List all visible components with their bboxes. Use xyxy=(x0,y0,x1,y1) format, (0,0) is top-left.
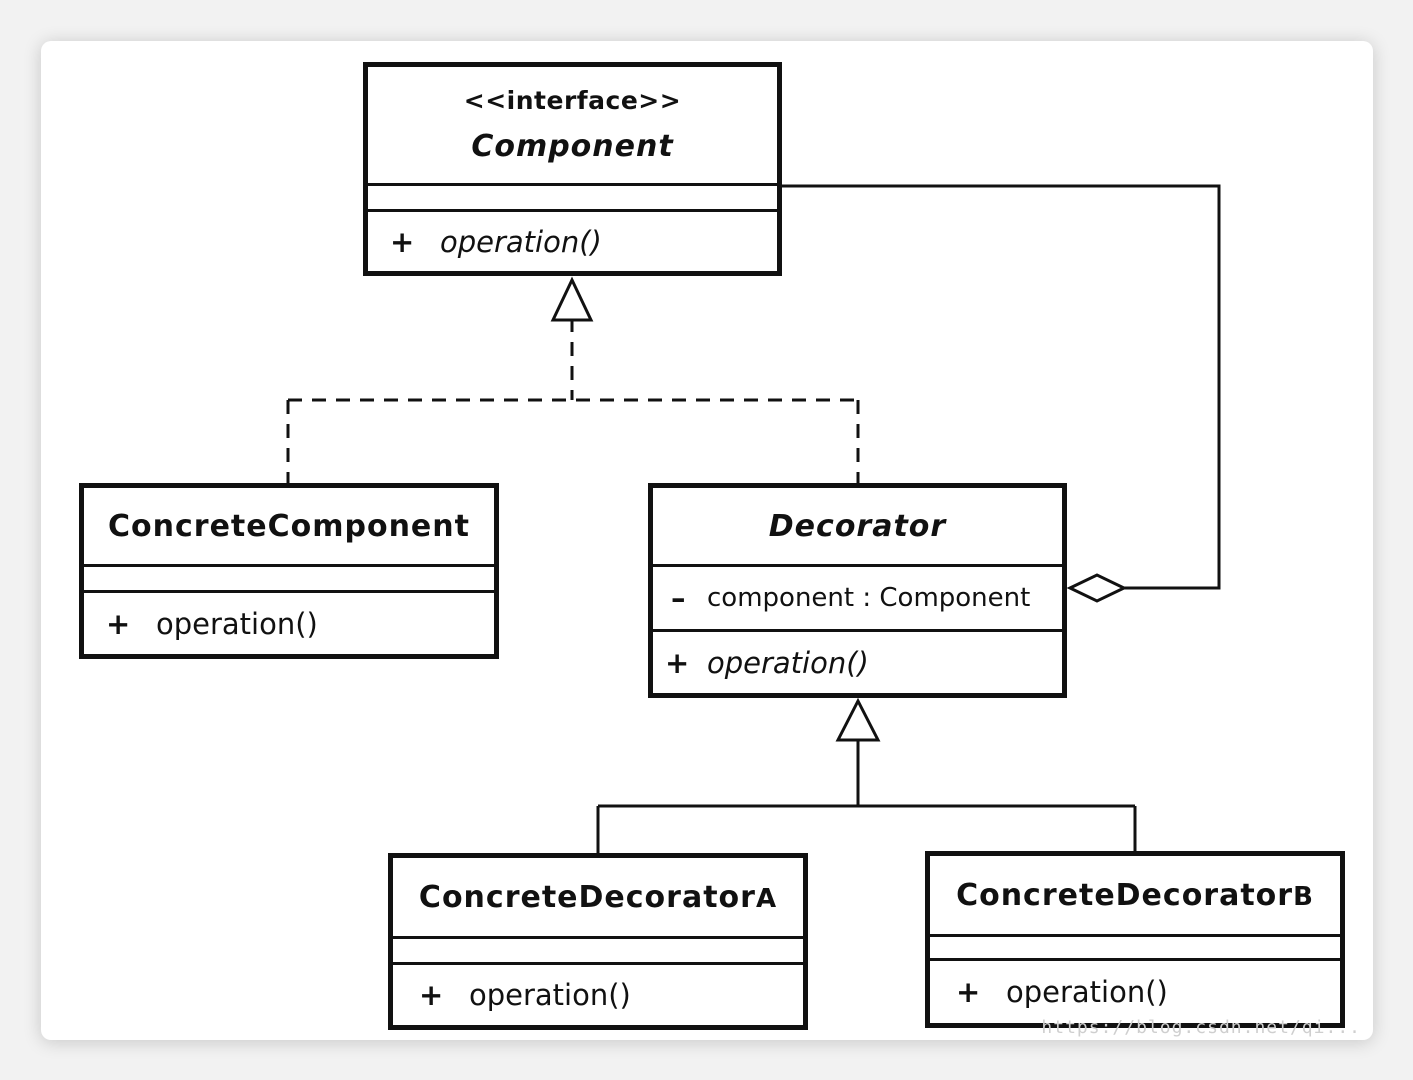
visibility-marker: – xyxy=(671,581,686,615)
operation-row: + operation() xyxy=(930,961,1340,1023)
class-name: ConcreteDecoratorB xyxy=(956,878,1314,913)
class-name-suffix: A xyxy=(755,883,778,914)
concrete-decorator-b-box: ConcreteDecoratorB + operation() xyxy=(925,851,1345,1028)
visibility-marker: + xyxy=(665,645,690,680)
uml-diagram: <<interface>> Component + operation() Co… xyxy=(41,41,1373,1040)
operation-row: + operation() xyxy=(653,632,1062,693)
operation-label: operation() xyxy=(707,645,869,680)
attributes-section xyxy=(393,936,803,962)
class-name: Component xyxy=(471,129,674,164)
operation-row: + operation() xyxy=(393,965,803,1025)
diagram-card: <<interface>> Component + operation() Co… xyxy=(41,41,1373,1040)
class-name-suffix: B xyxy=(1293,881,1314,912)
attributes-section xyxy=(84,564,494,590)
operation-row: + operation() xyxy=(368,212,777,271)
stereotype-label: <<interface>> xyxy=(463,86,682,115)
class-name: ConcreteComponent xyxy=(108,508,470,544)
visibility-marker: + xyxy=(419,978,444,1012)
class-name: ConcreteDecoratorA xyxy=(419,880,777,915)
concrete-decorator-b-header: ConcreteDecoratorB xyxy=(930,856,1340,934)
realization-arrowhead xyxy=(550,276,594,322)
attribute-label: component : Component xyxy=(707,583,1031,613)
class-name: Decorator xyxy=(768,508,947,544)
operations-section: + operation() xyxy=(653,629,1062,693)
component-interface-box: <<interface>> Component + operation() xyxy=(363,62,782,276)
attribute-row: – component : Component xyxy=(653,567,1062,629)
concrete-component-box: ConcreteComponent + operation() xyxy=(79,483,499,659)
attributes-section: – component : Component xyxy=(653,564,1062,629)
class-name-main: ConcreteDecorator xyxy=(418,879,756,915)
decorator-box: Decorator – component : Component + oper… xyxy=(648,483,1067,698)
class-name-main: ConcreteDecorator xyxy=(956,877,1294,913)
generalization-lines xyxy=(596,740,1137,855)
operations-section: + operation() xyxy=(393,962,803,1025)
aggregation-diamond xyxy=(1066,573,1128,603)
operations-section: + operation() xyxy=(930,958,1340,1023)
concrete-decorator-a-box: ConcreteDecoratorA + operation() xyxy=(388,853,808,1030)
attributes-section xyxy=(368,183,777,209)
visibility-marker: + xyxy=(390,224,415,259)
operation-label: operation() xyxy=(156,606,318,641)
decorator-header: Decorator xyxy=(653,488,1062,564)
aggregation-line xyxy=(781,184,1221,590)
visibility-marker: + xyxy=(956,975,981,1009)
generalization-arrowhead xyxy=(835,697,881,742)
visibility-marker: + xyxy=(106,606,131,641)
operation-label: operation() xyxy=(469,978,631,1012)
concrete-decorator-a-header: ConcreteDecoratorA xyxy=(393,858,803,936)
operation-label: operation() xyxy=(440,224,602,259)
operations-section: + operation() xyxy=(84,590,494,654)
operation-row: + operation() xyxy=(84,593,494,654)
operations-section: + operation() xyxy=(368,209,777,271)
realization-lines xyxy=(286,318,860,484)
watermark-text: https://blog.csdn.net/qi... xyxy=(1041,1017,1361,1038)
component-header: <<interface>> Component xyxy=(368,67,777,183)
operation-label: operation() xyxy=(1006,975,1168,1009)
connectors xyxy=(286,184,1221,855)
concrete-component-header: ConcreteComponent xyxy=(84,488,494,564)
attributes-section xyxy=(930,934,1340,958)
